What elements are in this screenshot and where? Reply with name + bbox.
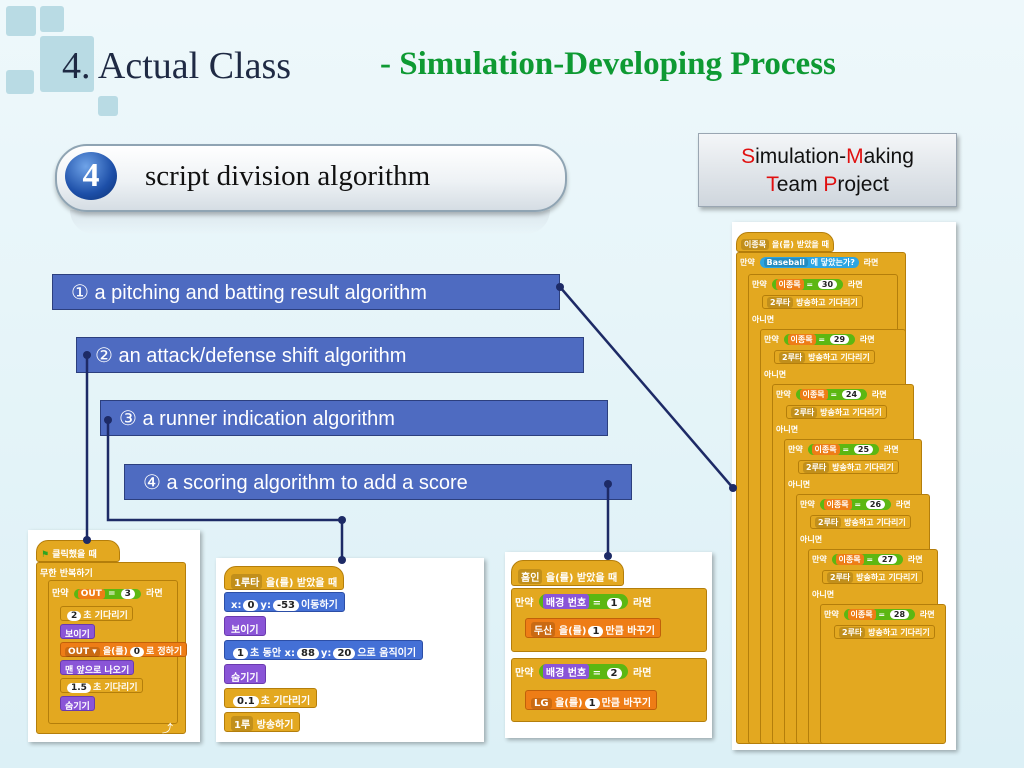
forever-label: 무한 반복하기 [40,569,93,579]
slide-title: 4. Actual Class [62,45,292,87]
connector-dot [338,516,346,524]
else-label: 아니면 [764,370,787,379]
team-line-2: Team Project [766,173,889,196]
if-row: 만약 이종목 = 26 라면 [800,499,911,510]
broadcast-and-wait-block: 2루타 방송하고 기다리기 [786,405,887,419]
connector-line-1 [559,286,734,489]
broadcast-and-wait-block: 2루타 방송하고 기다리기 [834,625,935,639]
decor-square [6,70,34,94]
connector-dot [556,283,564,291]
connector-dot [338,556,346,564]
if-row-2: 만약 배경 번호 = 2 라면 [515,664,651,679]
broadcast-and-wait-block: 2루타 방송하고 기다리기 [822,570,923,584]
section-number-badge: 4 [65,152,117,200]
connector-dot [604,552,612,560]
script-panel-4: 이종목 을(를) 받았을 때 만약 Baseball 에 닿았는가? 라면 만약… [732,222,956,750]
green-flag-icon: ⚑ [41,550,50,560]
broadcast-and-wait-block: 2루타 방송하고 기다리기 [774,350,875,364]
go-to-front-block: 맨 앞으로 나오기 [60,660,135,676]
decor-square [40,6,64,32]
hide-block: 숨기기 [224,664,266,684]
loop-arrow-icon: ⤴ [162,723,173,735]
section-label: script division algorithm [145,160,431,192]
else-label: 아니면 [752,315,775,324]
connector-dot [83,536,91,544]
connector-dot [729,484,737,492]
else-label: 아니면 [812,590,835,599]
broadcast-and-wait-block: 2루타 방송하고 기다리기 [762,295,863,309]
decor-square [98,96,118,116]
team-project-box: Simulation-Making Team Project [698,133,957,207]
connector-line-3 [106,420,344,560]
if-row: 만약 이종목 = 30 라면 [752,279,863,290]
show-block: 보이기 [224,616,266,636]
if-row: 만약 이종목 = 25 라면 [788,444,899,455]
connector-dot [104,416,112,424]
else-label: 아니면 [776,425,799,434]
when-receive-block: 홈인 을(를) 받았을 때 [511,560,625,586]
if-row: 만약 OUT = 3 라면 [52,589,163,599]
connector-dot [604,480,612,488]
show-block: 보이기 [60,624,95,640]
hide-block: 숨기기 [60,696,95,712]
broadcast-block: 1루 방송하기 [224,712,301,732]
slide-subtitle: - Simulation-Developing Process [380,46,836,82]
sensing-if-row: 만약 Baseball 에 닿았는가? 라면 [740,257,879,268]
algorithm-box-2: ② an attack/defense shift algorithm [76,337,584,373]
if-row: 만약 이종목 = 29 라면 [764,334,875,345]
algorithm-box-3: ③ a runner indication algorithm [100,400,608,436]
broadcast-and-wait-block: 2루타 방송하고 기다리기 [798,460,899,474]
when-receive-block: 1루타 을(를) 받았을 때 [224,566,345,590]
algorithm-box-4: ④ a scoring algorithm to add a score [124,464,632,500]
decor-square [40,36,94,92]
pill-reflection [70,210,550,234]
broadcast-and-wait-block: 2루타 방송하고 기다리기 [810,515,911,529]
section-pill: 4 script division algorithm [55,144,567,212]
algorithm-box-1: ① a pitching and batting result algorith… [52,274,560,310]
if-row-1: 만약 배경 번호 = 1 라면 [515,594,651,609]
if-row: 만약 이종목 = 28 라면 [824,609,935,620]
if-row: 만약 이종목 = 27 라면 [812,554,923,565]
if-row: 만약 이종목 = 24 라면 [776,389,887,400]
connector-dot [83,351,91,359]
else-label: 아니면 [788,480,811,489]
else-label: 아니면 [800,535,823,544]
when-receive-block: 이종목 을(를) 받았을 때 [736,232,834,252]
when-flag-clicked-block: ⚑ 클릭했을 때 [36,540,120,562]
decor-square [6,6,36,36]
team-line-1: Simulation-Making [741,145,914,168]
